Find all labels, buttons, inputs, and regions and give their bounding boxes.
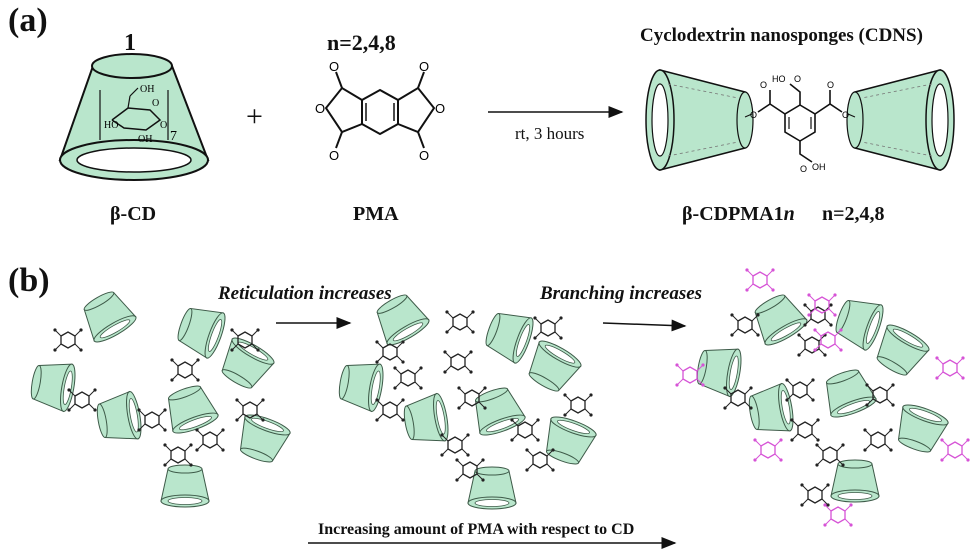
- product-heading: Cyclodextrin nanosponges (CDNS): [640, 25, 923, 46]
- network-branched: [674, 267, 971, 528]
- pma-atom-o2: O: [419, 59, 429, 74]
- cd-group-ho: HO: [104, 120, 118, 131]
- arrow-label: rt, 3 hours: [515, 124, 585, 143]
- reactant1-number: 1: [124, 30, 136, 56]
- reactant2-heading: n=2,4,8: [327, 30, 396, 55]
- product-group-o4: O: [750, 110, 757, 120]
- product-label-suffix: n=2,4,8: [822, 203, 885, 225]
- panel-a-tag: (a): [8, 2, 48, 39]
- cd-ring-index: 7: [170, 129, 177, 144]
- branching-arrow: [602, 319, 687, 332]
- pma-structure: [324, 71, 436, 149]
- product-group-o2: O: [760, 80, 767, 90]
- product-group-o3: O: [827, 80, 834, 90]
- network-low-crosslink: [27, 285, 293, 508]
- product-label-main: β-CDPMA1: [682, 203, 784, 225]
- pma-atom-o4: O: [435, 101, 445, 116]
- bottom-label: Increasing amount of PMA with respect to…: [318, 521, 635, 538]
- pma-atom-o6: O: [419, 148, 429, 163]
- reactant2-label: PMA: [353, 203, 399, 225]
- product-group-oh: OH: [812, 162, 826, 172]
- product-cone-right: [846, 69, 955, 171]
- pma-atom-o1: O: [329, 59, 339, 74]
- product-group-o5: O: [842, 110, 849, 120]
- panel-b-tag: (b): [8, 262, 50, 299]
- product-group-ho: HO: [772, 74, 786, 84]
- branching-label: Branching increases: [540, 283, 703, 304]
- cd-group-oh1: OH: [140, 84, 154, 95]
- product-label: β-CDPMA1n: [682, 203, 795, 226]
- product-label-n: n: [783, 203, 795, 225]
- pma-atom-o5: O: [329, 148, 339, 163]
- product-group-o6: O: [800, 164, 807, 174]
- network-reticulated: [335, 288, 599, 510]
- plus-sign: +: [246, 100, 263, 133]
- cd-group-o2: O: [160, 120, 167, 131]
- pma-atom-o3: O: [315, 101, 325, 116]
- beta-cd-cone: [58, 53, 210, 181]
- product-group-o1: O: [794, 74, 801, 84]
- product-linker: [744, 83, 856, 163]
- cd-group-oh2: OH: [138, 134, 152, 145]
- cd-group-o1: O: [152, 98, 159, 109]
- reticulation-label: Reticulation increases: [218, 283, 392, 304]
- product-cone-left: [645, 69, 754, 171]
- reactant1-label: β-CD: [110, 203, 157, 225]
